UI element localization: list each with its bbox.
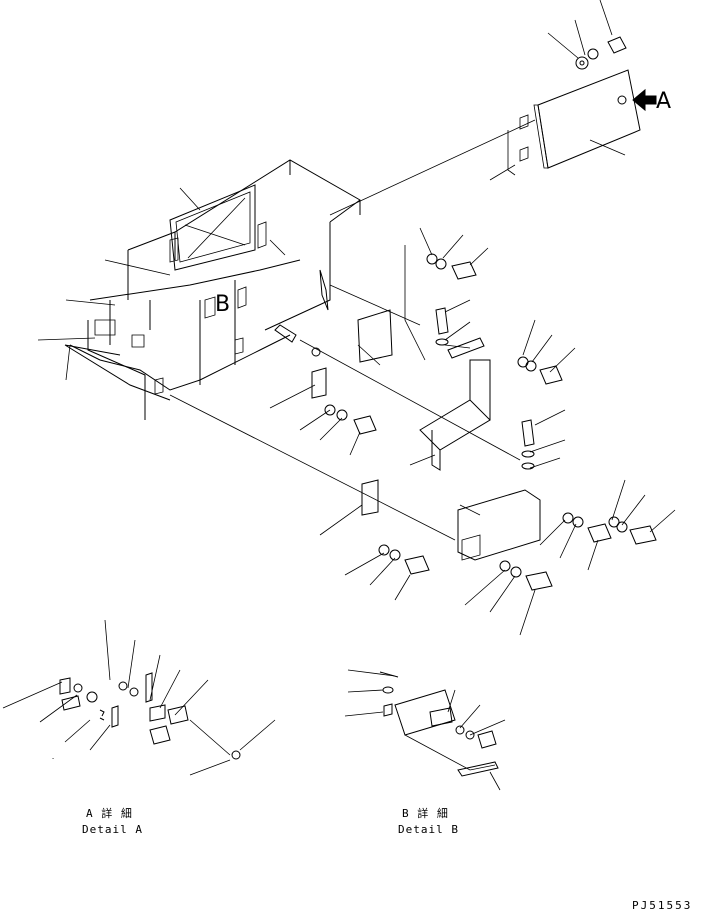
callout-label-b: B <box>215 292 231 317</box>
callout-arrow-a <box>632 88 657 112</box>
detail-a-caption-jp: A 詳 細 <box>86 807 133 820</box>
detail-b-caption-jp: B 詳 細 <box>402 807 449 820</box>
bracket-middle <box>311 309 491 516</box>
detail-a-drawing <box>2 619 276 776</box>
callout-label-a: A <box>656 89 672 114</box>
bolt-set <box>324 253 657 591</box>
part-leaders <box>37 0 676 636</box>
detail-a-tick-marks: - <box>52 755 54 762</box>
detail-b-caption-en: Detail B <box>398 823 459 836</box>
detail-b-drawing <box>344 669 506 791</box>
drawing-number: PJ51553 <box>632 899 693 912</box>
main-frame-assembly <box>64 159 361 420</box>
cover-plate <box>507 36 641 176</box>
assembly-lines <box>169 119 536 541</box>
detail-a-caption-en: Detail A <box>82 823 143 836</box>
bracket-lower <box>457 489 541 561</box>
